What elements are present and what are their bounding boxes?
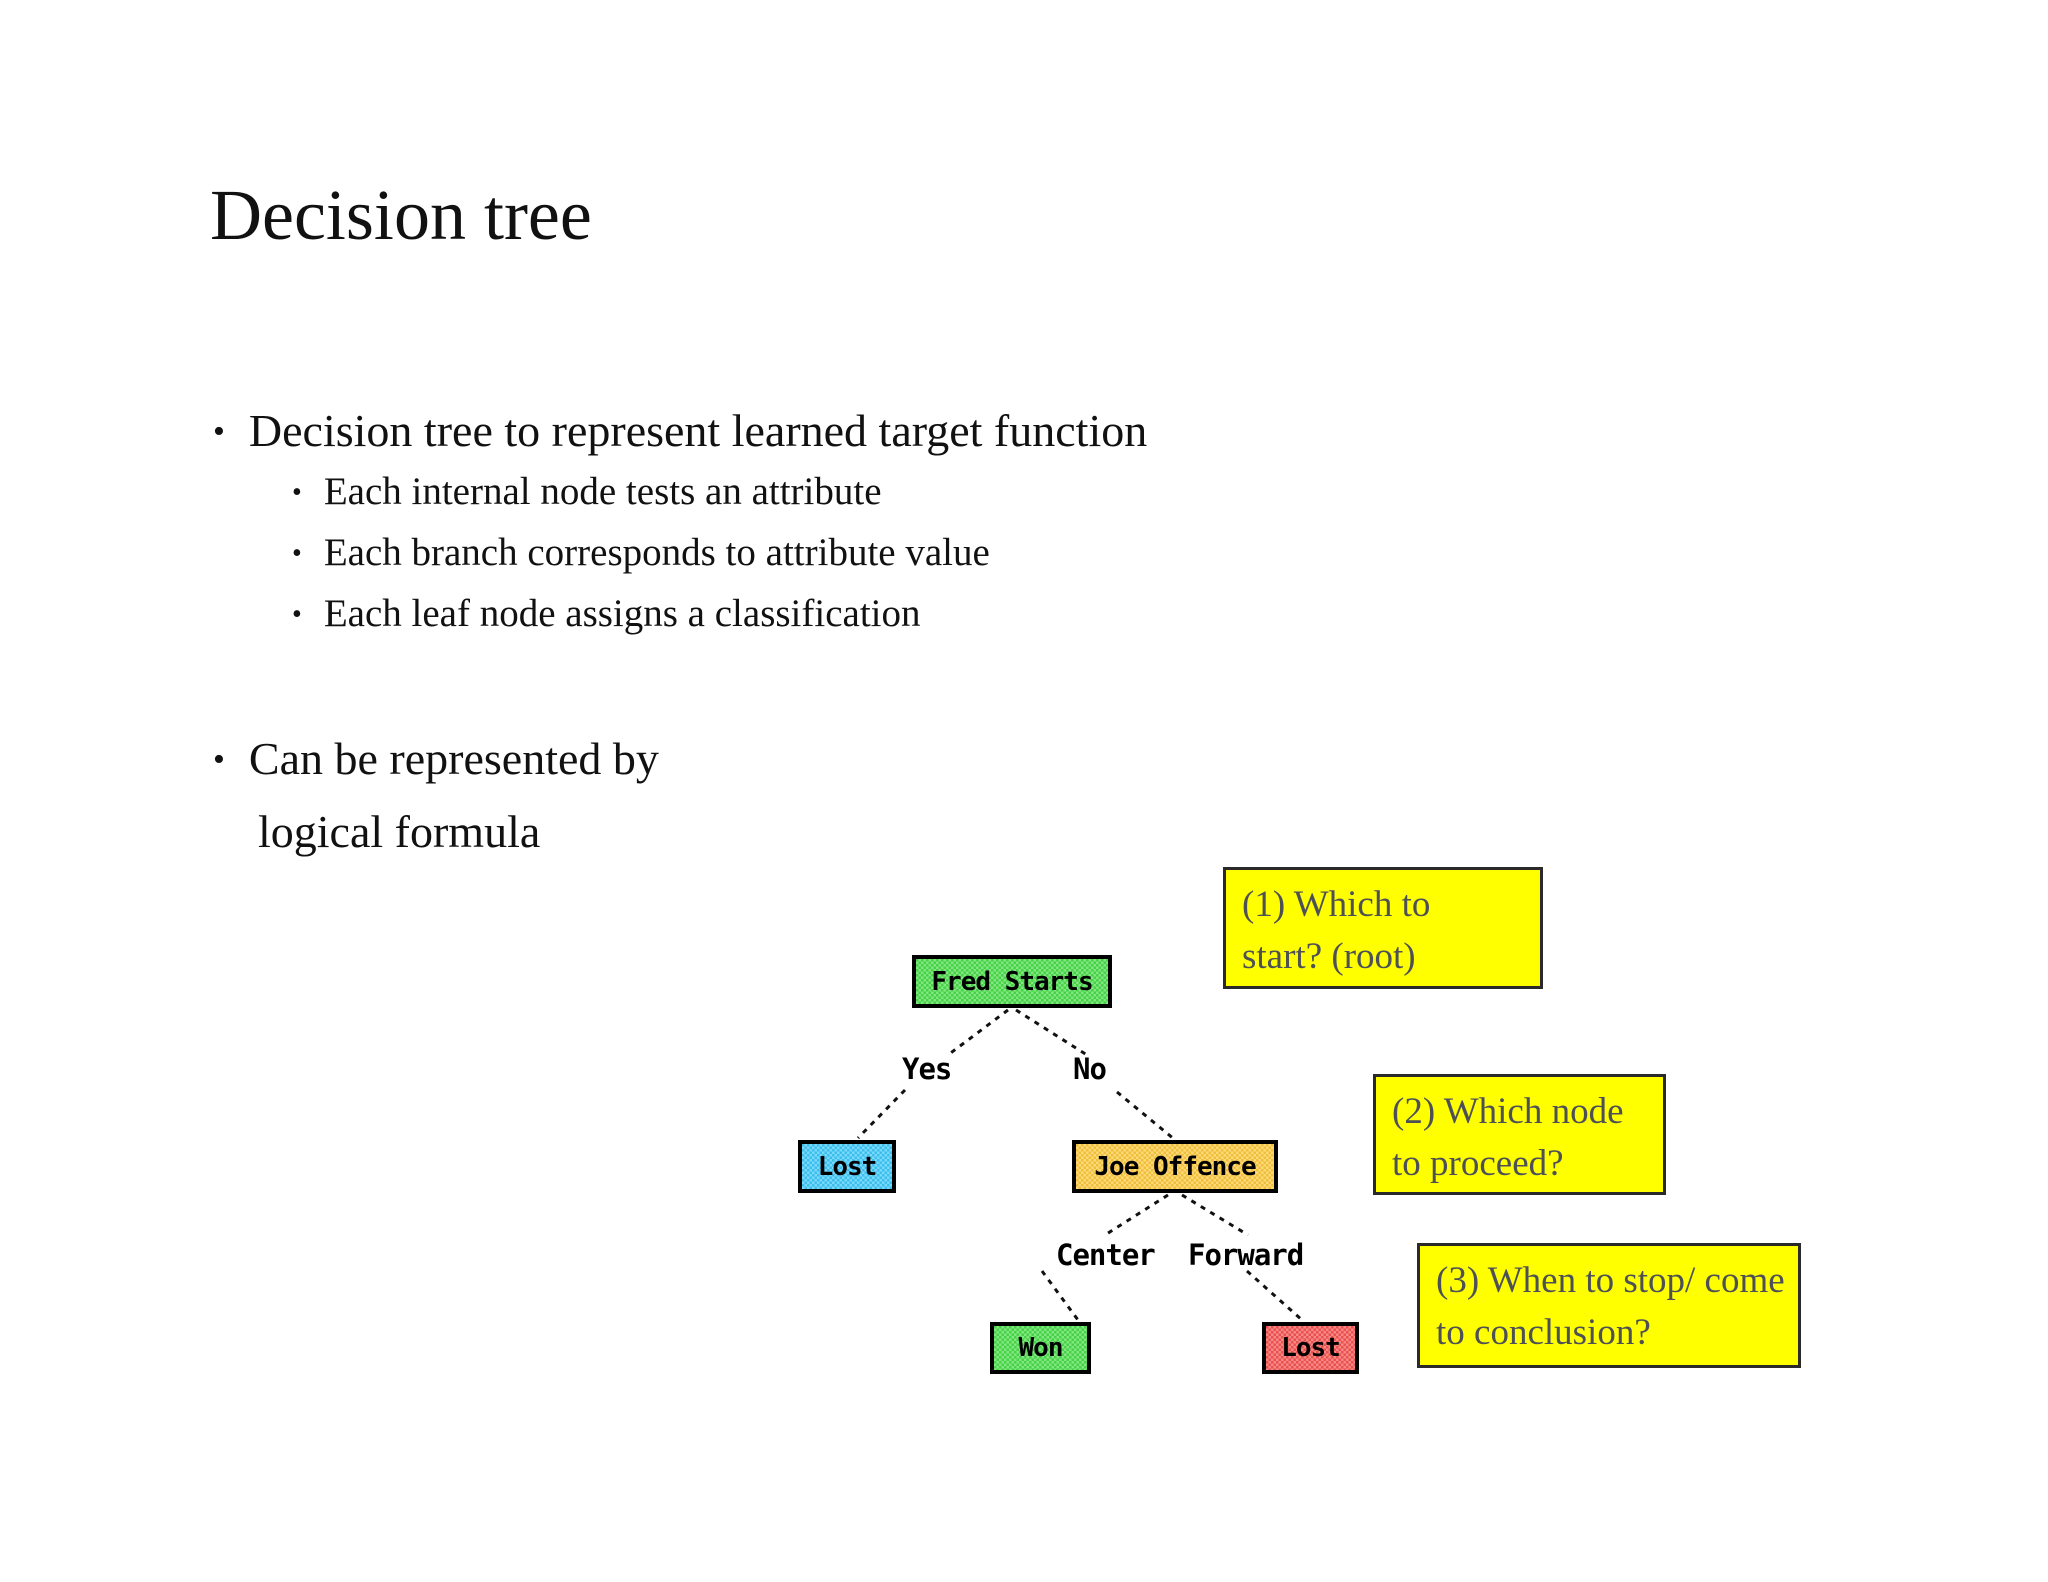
note-when-to-stop-line1: (3) When to stop/ come	[1436, 1260, 1785, 1301]
tree-node-joe-offence: Joe Offence	[1072, 1140, 1278, 1193]
bullet-sub-1-text: Each internal node tests an attribute	[323, 470, 882, 513]
bullet-sub-2-text: Each branch corresponds to attribute val…	[323, 531, 990, 574]
tree-node-won-label: Won	[1018, 1333, 1064, 1363]
edge-forward-lost	[1246, 1269, 1303, 1322]
note-which-to-start-line2: start? (root)	[1242, 936, 1416, 977]
bullet-main-1: • Decision tree to represent learned tar…	[213, 405, 1147, 462]
note-which-node-proceed: (2) Which node to proceed?	[1373, 1074, 1666, 1195]
note-which-node-proceed-line2: to proceed?	[1392, 1143, 1564, 1184]
page-title: Decision tree	[210, 175, 592, 255]
bullet-glyph: •	[292, 599, 302, 630]
edge-no-joe	[1116, 1090, 1175, 1141]
bullet-sub-3-text: Each leaf node assigns a classification	[323, 592, 921, 635]
note-when-to-stop: (3) When to stop/ come to conclusion?	[1417, 1243, 1801, 1368]
edge-joe-forward	[1181, 1193, 1249, 1237]
edge-center-won	[1040, 1270, 1080, 1321]
bullet-sub-3: • Each leaf node assigns a classificatio…	[292, 592, 921, 640]
bullet-sub-1: • Each internal node tests an attribute	[292, 470, 882, 518]
note-which-node-proceed-line1: (2) Which node	[1392, 1091, 1624, 1132]
branch-label-forward: Forward	[1188, 1238, 1304, 1272]
branch-label-yes: Yes	[902, 1052, 952, 1086]
tree-node-joe-offence-label: Joe Offence	[1094, 1151, 1256, 1182]
bullet-glyph: •	[292, 538, 302, 569]
edge-yes-lost	[856, 1088, 907, 1140]
note-which-to-start: (1) Which to start? (root)	[1223, 867, 1543, 989]
edge-root-yes	[947, 1008, 1009, 1057]
branch-label-no: No	[1073, 1052, 1107, 1086]
bullet-glyph: •	[213, 413, 225, 450]
tree-node-lost-left: Lost	[798, 1140, 896, 1193]
bullet-glyph: •	[213, 741, 225, 778]
tree-node-lost-left-label: Lost	[817, 1151, 878, 1182]
tree-node-lost-right: Lost	[1262, 1322, 1359, 1374]
bullet-glyph: •	[292, 477, 302, 508]
tree-node-lost-right-label: Lost	[1281, 1333, 1341, 1363]
tree-node-root-label: Fred Starts	[931, 966, 1093, 997]
edge-root-no	[1015, 1008, 1088, 1057]
bullet-main-2-continuation: logical formula	[258, 806, 541, 857]
bullet-main-2-text: Can be represented by	[248, 733, 659, 784]
bullet-main-1-text: Decision tree to represent learned targe…	[248, 405, 1148, 456]
edge-joe-center	[1104, 1193, 1169, 1237]
branch-label-center: Center	[1056, 1238, 1156, 1272]
note-when-to-stop-line2: to conclusion?	[1436, 1312, 1651, 1353]
note-which-to-start-line1: (1) Which to	[1242, 884, 1431, 925]
tree-node-root: Fred Starts	[912, 955, 1112, 1008]
bullet-main-2: • Can be represented by	[213, 733, 659, 790]
tree-node-won: Won	[990, 1322, 1091, 1374]
bullet-sub-2: • Each branch corresponds to attribute v…	[292, 531, 990, 579]
